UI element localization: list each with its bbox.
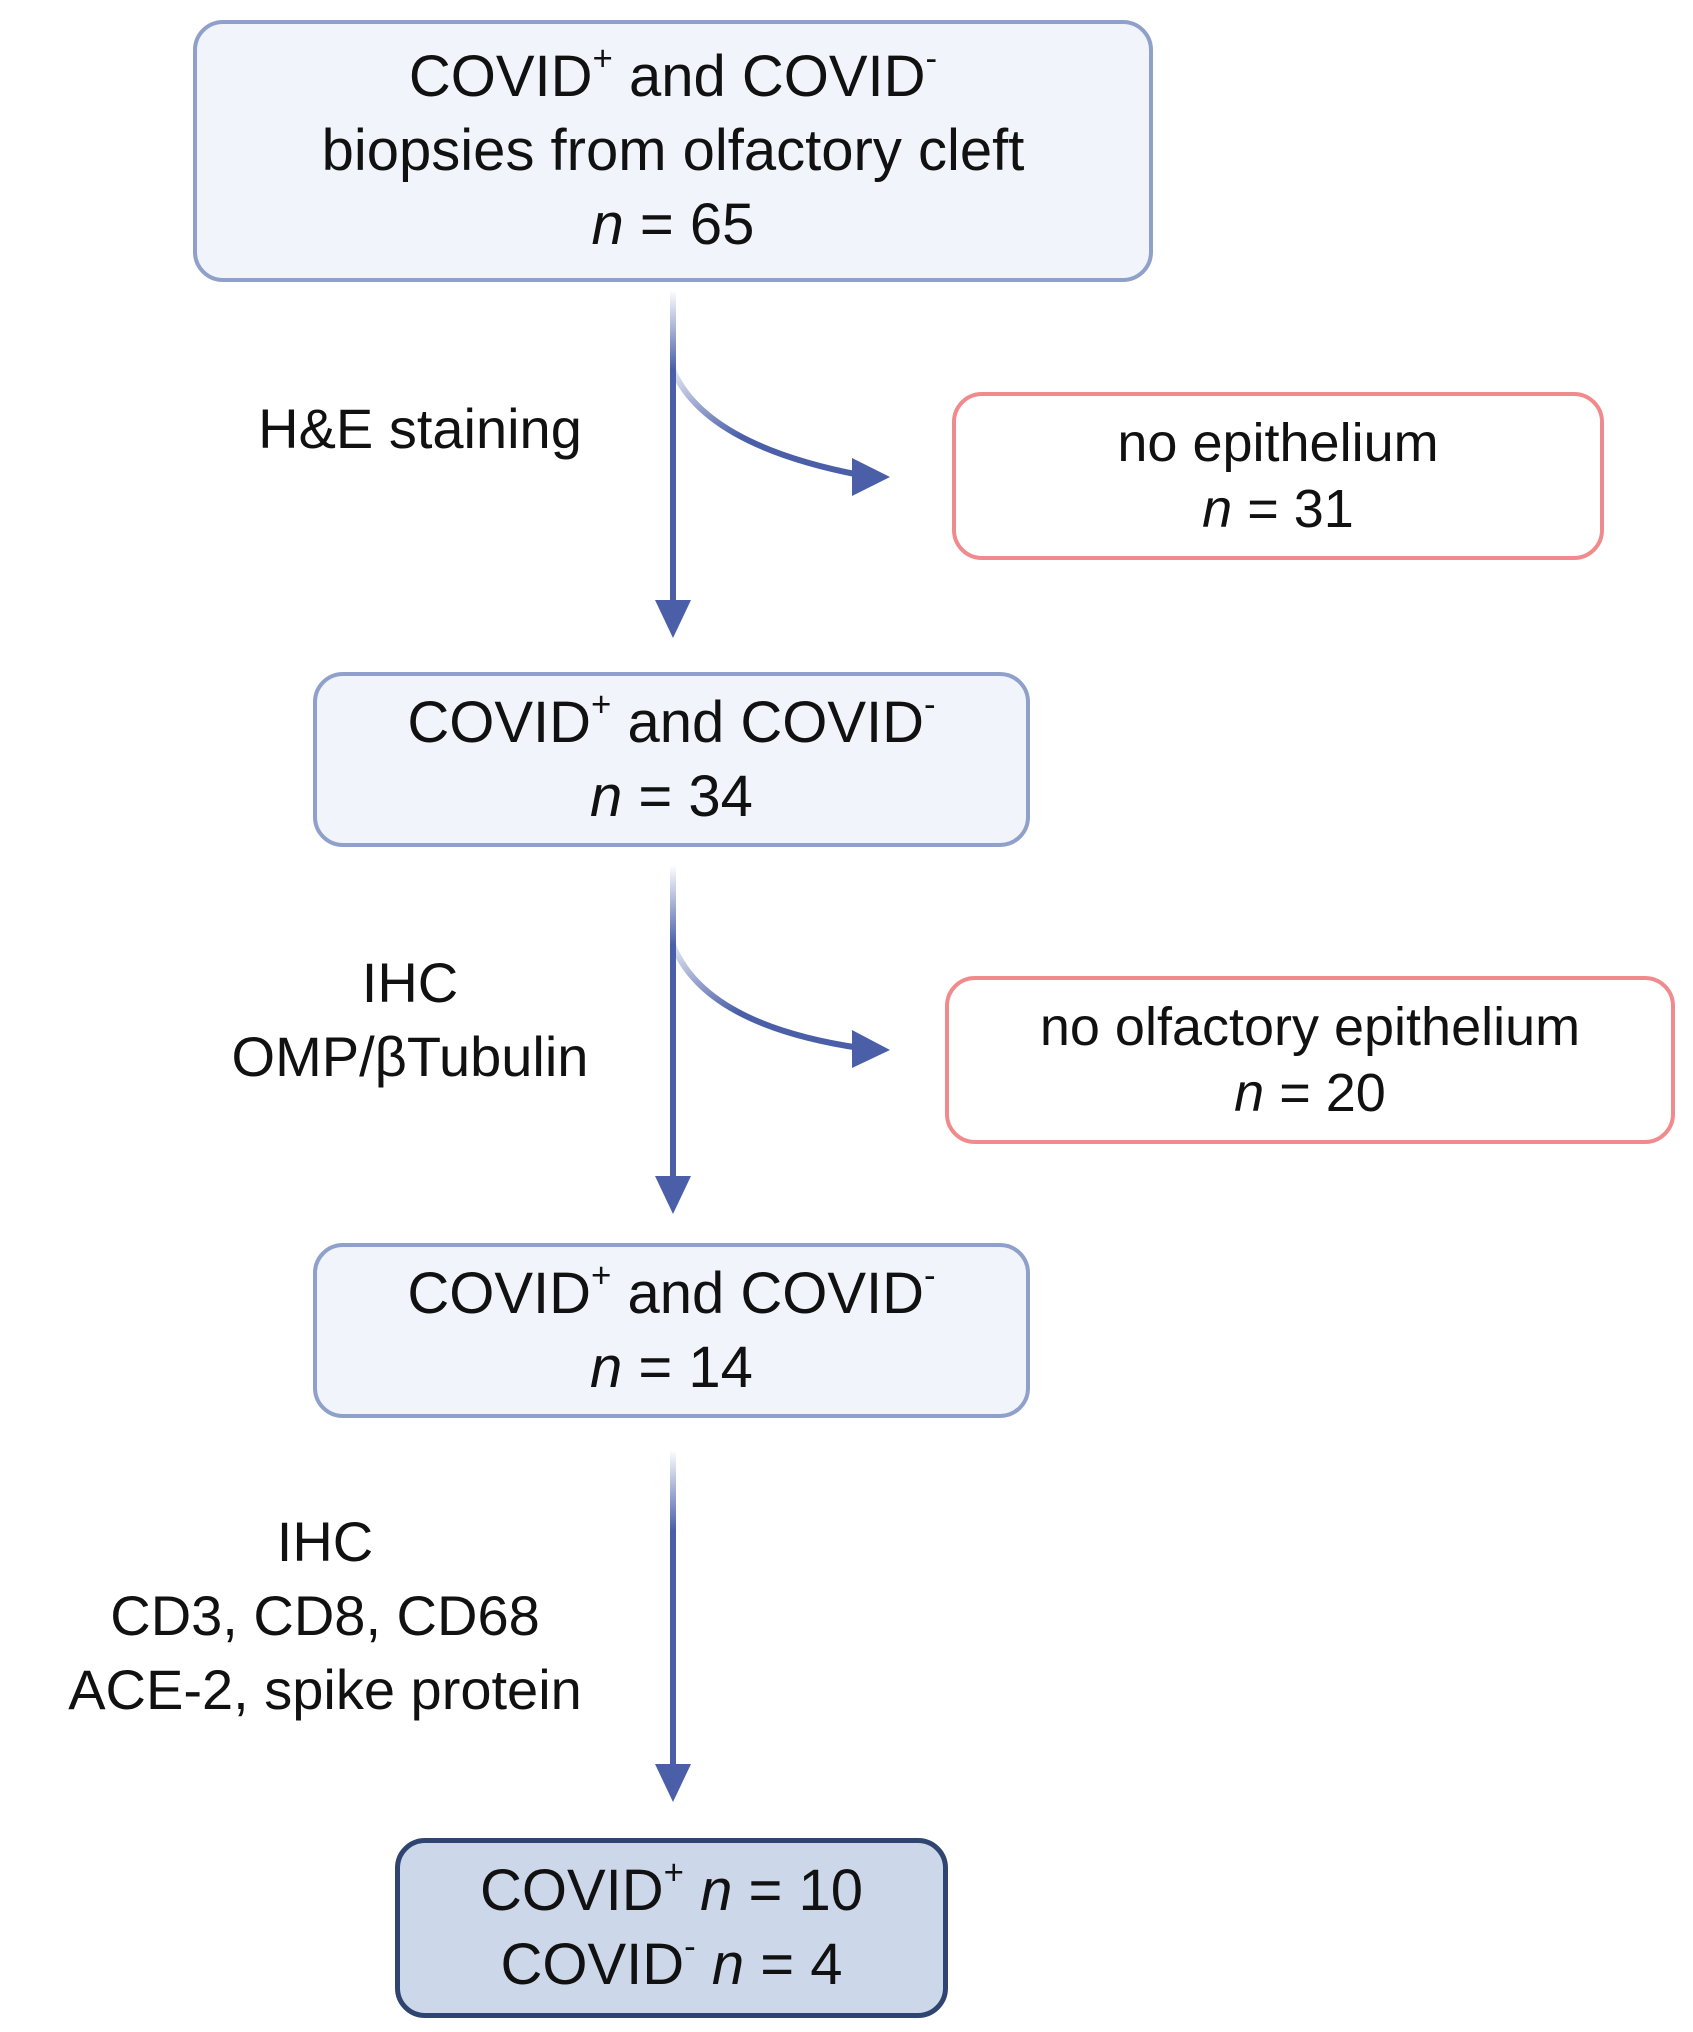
exclusion-box-1: no epithelium n = 31 <box>952 392 1604 560</box>
excl1-line-1: no epithelium <box>1117 413 1439 473</box>
excl2-line-1: no olfactory epithelium <box>1039 997 1581 1057</box>
step-3-label: IHC CD3, CD8, CD68 ACE-2, spike protein <box>68 1510 582 1721</box>
excl2-count: n = 20 <box>1234 1063 1386 1123</box>
epithelium-box: COVID+ and COVID- n = 34 <box>313 672 1030 847</box>
arrow-2-branch <box>670 943 890 1068</box>
box3-line-1: COVID+ and COVID- <box>407 1255 936 1326</box>
box1-line-2: biopsies from olfactory cleft <box>321 118 1025 183</box>
arrow-1-down <box>655 290 691 638</box>
box1-count: n = 65 <box>591 192 755 257</box>
box2-line-1: COVID+ and COVID- <box>407 684 936 755</box>
step-1-label: H&E staining <box>258 397 582 460</box>
exclusion-box-2: no olfactory epithelium n = 20 <box>945 976 1675 1144</box>
final-covid-negative: COVID- n = 4 <box>500 1926 843 1997</box>
final-result-box: COVID+ n = 10 COVID- n = 4 <box>395 1838 948 2018</box>
biopsies-box: COVID+ and COVID- biopsies from olfactor… <box>193 20 1153 282</box>
olfactory-epithelium-box: COVID+ and COVID- n = 14 <box>313 1243 1030 1418</box>
arrow-2-down <box>655 865 691 1214</box>
arrow-1-branch <box>670 368 890 496</box>
box3-count: n = 14 <box>590 1334 753 1400</box>
arrow-3-down <box>655 1450 691 1802</box>
excl1-count: n = 31 <box>1202 479 1354 539</box>
box2-count: n = 34 <box>590 763 753 829</box>
final-covid-positive: COVID+ n = 10 <box>479 1852 864 1923</box>
step-2-label: IHC OMP/βTubulin <box>231 951 589 1088</box>
box1-line-1: COVID+ and COVID- <box>408 38 938 109</box>
